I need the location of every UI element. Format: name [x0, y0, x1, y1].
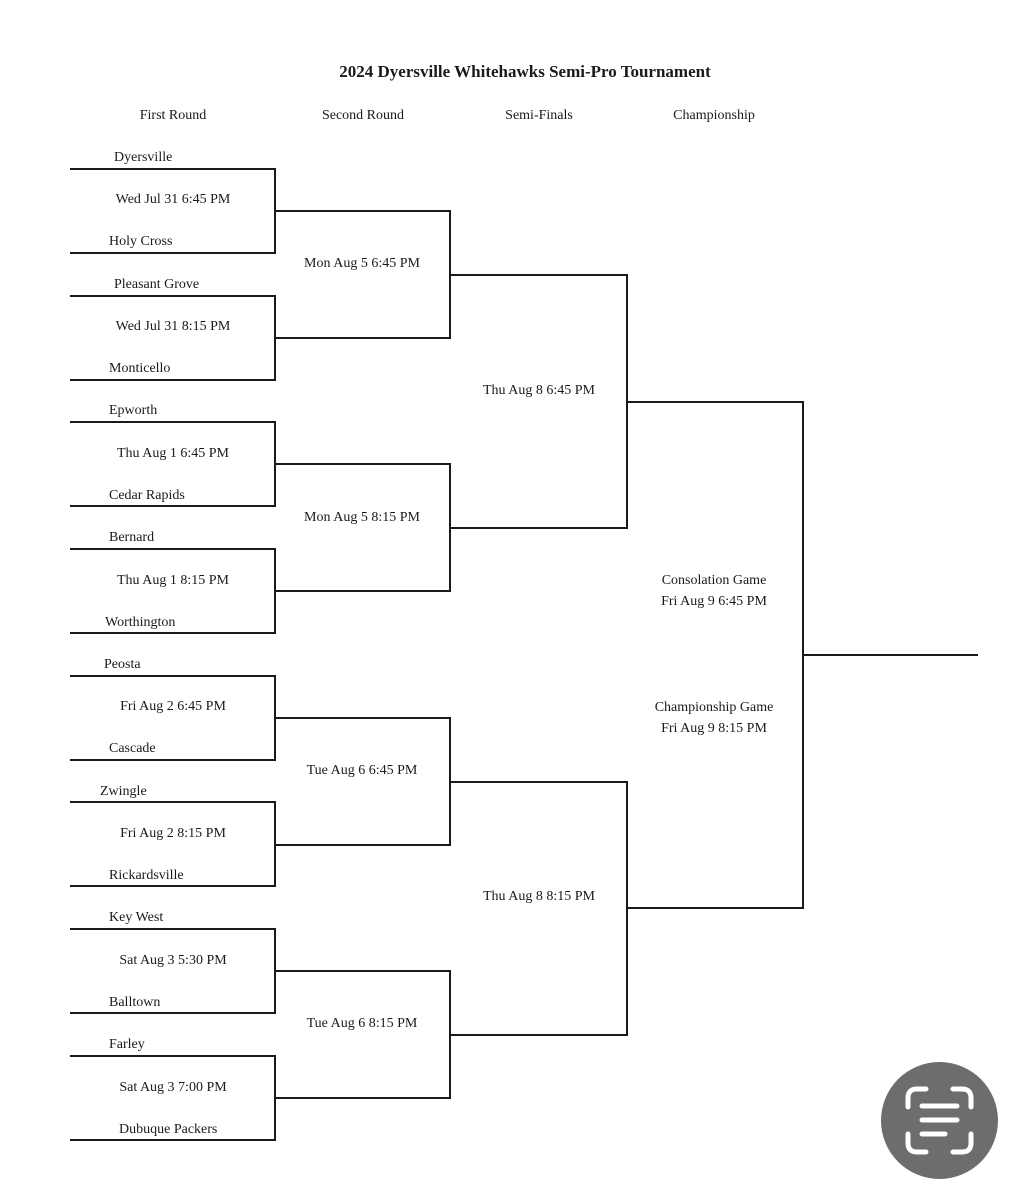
- second-round-time-1: Mon Aug 5 6:45 PM: [304, 256, 420, 271]
- second-round-time-4: Tue Aug 6 8:15 PM: [306, 1016, 418, 1031]
- championship-game-block: Championship Game Fri Aug 9 8:15 PM: [655, 697, 774, 739]
- second-round-bracket-3: [275, 717, 451, 846]
- team-pleasant-grove: Pleasant Grove: [114, 277, 200, 292]
- team-monticello: Monticello: [109, 361, 171, 376]
- semi-final-bracket-1: [450, 274, 628, 529]
- game-time-3: Thu Aug 1 6:45 PM: [116, 446, 230, 461]
- championship-bracket: [627, 401, 804, 909]
- team-cascade: Cascade: [109, 741, 156, 756]
- game-time-2: Wed Jul 31 8:15 PM: [115, 319, 231, 334]
- team-peosta: Peosta: [104, 657, 141, 672]
- game-time-8: Sat Aug 3 7:00 PM: [119, 1080, 227, 1095]
- second-round-bracket-1: [275, 210, 451, 339]
- team-epworth: Epworth: [109, 403, 158, 418]
- semi-final-bracket-2: [450, 781, 628, 1036]
- championship-game-time: Fri Aug 9 8:15 PM: [661, 721, 767, 736]
- second-round-bracket-2: [275, 463, 451, 592]
- team-dyersville: Dyersville: [114, 150, 173, 165]
- semi-final-time-2: Thu Aug 8 8:15 PM: [482, 889, 596, 904]
- first-round-bracket-2: [70, 295, 276, 381]
- consolation-game-block: Consolation Game Fri Aug 9 6:45 PM: [661, 570, 767, 612]
- second-round-bracket-4: [275, 970, 451, 1099]
- team-zwingle: Zwingle: [100, 784, 147, 799]
- consolation-game-label: Consolation Game: [661, 573, 767, 588]
- team-holy-cross: Holy Cross: [109, 234, 173, 249]
- first-round-bracket-5: [70, 675, 276, 761]
- semi-final-time-1: Thu Aug 8 6:45 PM: [482, 383, 596, 398]
- first-round-bracket-1: [70, 168, 276, 254]
- team-worthington: Worthington: [105, 615, 176, 630]
- team-bernard: Bernard: [109, 530, 155, 545]
- game-time-1: Wed Jul 31 6:45 PM: [115, 192, 231, 207]
- team-key-west: Key West: [109, 910, 164, 925]
- header-first-round: First Round: [139, 108, 207, 123]
- second-round-time-2: Mon Aug 5 8:15 PM: [304, 510, 420, 525]
- game-time-7: Sat Aug 3 5:30 PM: [119, 953, 227, 968]
- team-dubuque-packers: Dubuque Packers: [119, 1122, 218, 1137]
- team-balltown: Balltown: [109, 995, 161, 1010]
- text-scan-button[interactable]: [881, 1062, 998, 1179]
- second-round-time-3: Tue Aug 6 6:45 PM: [306, 763, 418, 778]
- team-rickardsville: Rickardsville: [109, 868, 184, 883]
- game-time-5: Fri Aug 2 6:45 PM: [120, 699, 226, 714]
- consolation-game-time: Fri Aug 9 6:45 PM: [661, 594, 767, 609]
- text-scan-icon: [905, 1086, 974, 1155]
- header-second-round: Second Round: [321, 108, 405, 123]
- team-cedar-rapids: Cedar Rapids: [109, 488, 185, 503]
- header-championship: Championship: [673, 108, 755, 123]
- game-time-6: Fri Aug 2 8:15 PM: [120, 826, 226, 841]
- page-title: 2024 Dyersville Whitehawks Semi-Pro Tour…: [339, 62, 711, 81]
- team-farley: Farley: [109, 1037, 145, 1052]
- game-time-4: Thu Aug 1 8:15 PM: [116, 573, 230, 588]
- header-semi-finals: Semi-Finals: [505, 108, 573, 123]
- first-round-bracket-7: [70, 928, 276, 1014]
- championship-game-label: Championship Game: [654, 700, 774, 715]
